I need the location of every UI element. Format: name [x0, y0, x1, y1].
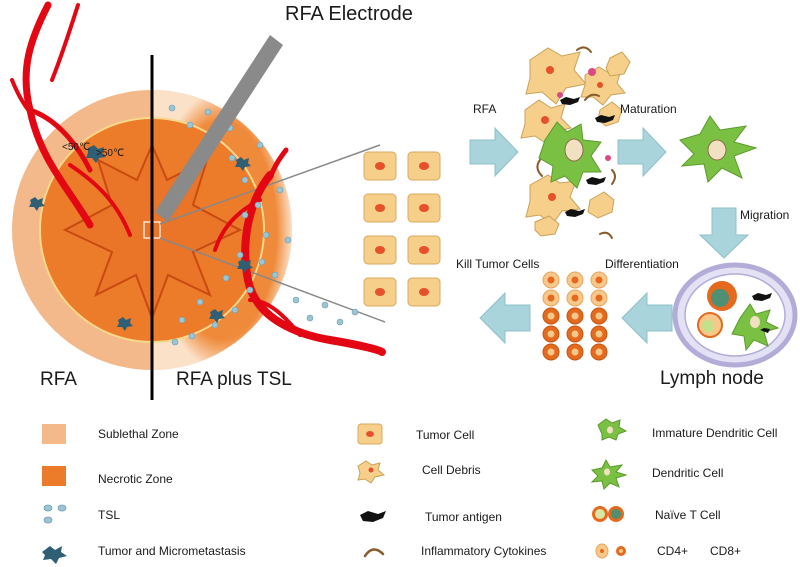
arrow-maturation	[617, 126, 667, 178]
micrometastasis	[29, 145, 253, 331]
legend-necrotic: Necrotic Zone	[98, 472, 173, 486]
tumor-antigen	[565, 209, 585, 217]
rfa-tsl-label: RFA plus TSL	[176, 369, 292, 390]
legend-cytokine-icon	[363, 548, 385, 558]
t-cell-nucleus	[595, 330, 603, 338]
tumor-cell-nucleus	[419, 288, 429, 296]
tumor-cell-nucleus	[375, 162, 385, 170]
t-cell-nucleus	[547, 294, 555, 302]
arrow-migration	[698, 207, 750, 259]
zoom-line-bottom	[159, 237, 386, 323]
t-cell-nucleus	[595, 294, 603, 302]
tumor-diagram	[10, 1, 386, 400]
arrow-rfa	[469, 126, 519, 178]
legend-cd4: CD4+	[657, 544, 689, 558]
kill-label: Kill Tumor Cells	[456, 257, 540, 271]
rfa-label: RFA	[40, 369, 77, 390]
tumor-cell-nucleus	[419, 246, 429, 254]
t-cell-nucleus	[571, 312, 579, 320]
cytokine	[576, 46, 592, 53]
maturation-label: Maturation	[620, 102, 677, 116]
legend-necrotic-swatch	[42, 466, 66, 486]
lymph-node-label: Lymph node	[660, 368, 764, 389]
legend-cell-debris: Cell Debris	[422, 463, 481, 477]
tumor-cell-grid	[363, 151, 441, 307]
legend-naive-t: Naïve T Cell	[655, 508, 721, 522]
arrow-kill	[479, 291, 531, 345]
tumor-cell-nucleus	[375, 246, 385, 254]
temp-low-label: <50℃	[62, 142, 91, 153]
t-cell-nucleus	[595, 312, 603, 320]
legend-immature-dc: Immature Dendritic Cell	[652, 426, 778, 440]
cytokine	[599, 231, 613, 239]
legend-naive-t-icon	[592, 506, 624, 522]
legend-cd8: CD8+	[710, 544, 742, 558]
t-cell-nucleus	[547, 276, 555, 284]
mature-dendritic-cell	[679, 115, 758, 183]
t-cell-grid	[542, 271, 608, 361]
t-cell-nucleus	[547, 312, 555, 320]
cytokine	[584, 93, 600, 101]
debris-cell	[605, 51, 631, 77]
t-cell-nucleus	[571, 348, 579, 356]
t-cell-nucleus	[595, 276, 603, 284]
tumor-antigen	[586, 177, 606, 185]
legend-tumor-micro: Tumor and Micrometastasis	[98, 544, 246, 558]
tumor-antigen	[595, 115, 615, 123]
t-cell-nucleus	[595, 348, 603, 356]
arrow-rfa-label: RFA	[473, 102, 497, 116]
debris-cell	[587, 191, 615, 219]
rfa-electrode	[155, 35, 283, 222]
electrode-label: RFA Electrode	[285, 3, 413, 25]
legend-sublethal: Sublethal Zone	[98, 427, 179, 441]
legend-dc: Dendritic Cell	[652, 466, 724, 480]
cytokine	[536, 159, 543, 177]
legend-tsl-icon	[43, 504, 67, 524]
legend-micromets-icon	[42, 546, 67, 564]
legend-tumor-antigen-icon	[360, 511, 386, 522]
debris-cell	[525, 47, 587, 105]
tumor-cell-nucleus	[419, 162, 429, 170]
legend-tsl: TSL	[98, 508, 121, 522]
lymph-node	[672, 262, 798, 368]
t-cell-nucleus	[571, 276, 579, 284]
t-cell-nucleus	[547, 348, 555, 356]
zoom-line-top	[159, 144, 381, 225]
tumor-cell-nucleus	[375, 204, 385, 212]
legend-cd-icons	[595, 543, 626, 559]
blood-vessels	[10, 1, 386, 356]
tumor-cell-nucleus	[419, 204, 429, 212]
process-arrows	[469, 126, 750, 345]
temp-high-label: >50℃	[96, 148, 125, 159]
migration-label: Migration	[740, 208, 790, 222]
legend-icons	[42, 418, 628, 564]
legend-sublethal-swatch	[42, 424, 66, 444]
debris-cell	[534, 215, 560, 237]
tumor-cell-nucleus	[375, 288, 385, 296]
legend-tumor-antigen: Tumor antigen	[425, 510, 502, 524]
differentiation-label: Differentiation	[605, 257, 679, 271]
t-cell-nucleus	[547, 330, 555, 338]
debris-cluster	[520, 46, 631, 239]
arrow-differentiation	[621, 291, 673, 345]
t-cell-nucleus	[571, 294, 579, 302]
legend-cytokines: Inflammatory Cytokines	[421, 544, 547, 558]
cytokine	[611, 169, 616, 185]
legend-tumor-cell: Tumor Cell	[416, 428, 475, 442]
tumor-antigen	[560, 97, 580, 105]
t-cell-nucleus	[571, 330, 579, 338]
